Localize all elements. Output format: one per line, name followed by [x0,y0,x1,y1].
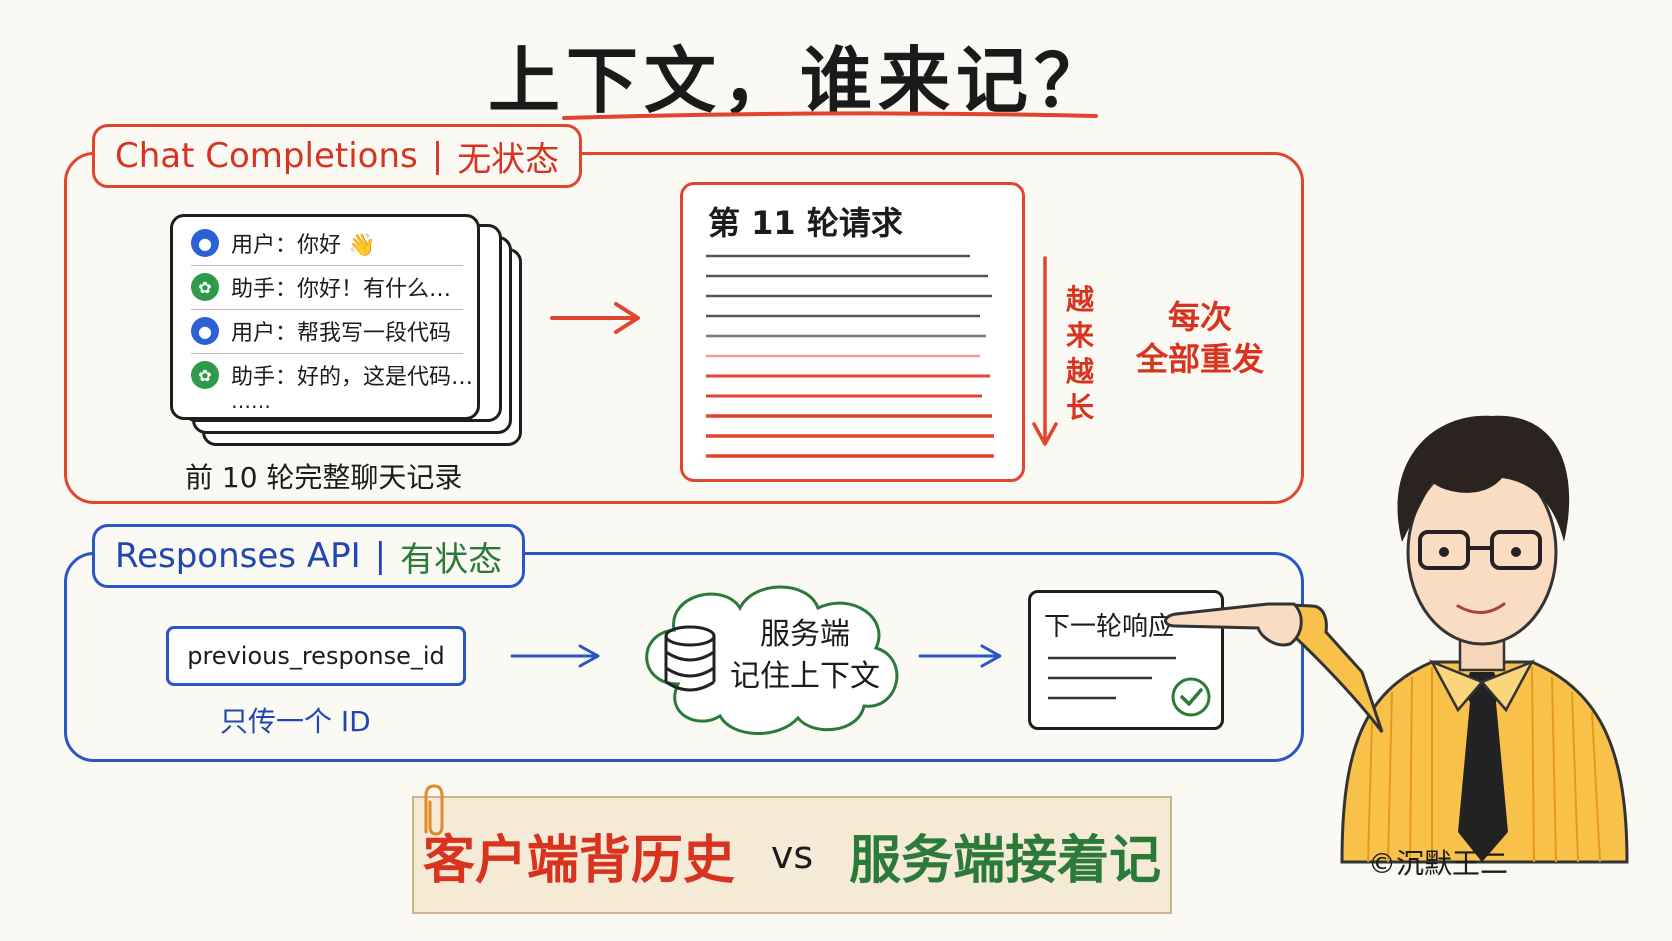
chat-divider [191,353,463,354]
shirt-stripes [1367,666,1601,863]
request-title: 第 11 轮请求 [708,204,903,242]
check-circle-icon [1171,677,1211,717]
paper-clip-icon [424,784,444,836]
chat-message-text: 用户：帮我写一段代码 [231,321,452,346]
request-lines [706,254,994,458]
server-text: 服务端 记住上下文 [720,614,890,698]
eye-shape [1439,547,1449,557]
id-caption: 只传一个 ID [220,705,371,738]
chat-completions-name: Chat Completions [115,136,418,176]
label-separator: | [431,136,444,176]
history-caption: 前 10 轮完整聊天记录 [185,461,463,494]
smile-shape [1456,602,1506,614]
server-summary: 服务端接着记 [849,830,1162,891]
chat-completions-frame [64,152,1304,504]
chat-message-assistant-2: ✿ 助手：好的，这是代码… [191,355,621,395]
client-summary: 客户端背历史 [422,830,735,891]
chat-divider [191,265,463,266]
glasses-icon [1418,530,1542,570]
arrow-down-icon [1032,256,1058,446]
server-line-1: 服务端 [760,617,850,652]
history-card: ● 用户：你好 👋 ✿ 助手：你好！有什么… ● 用户：帮我写一段代码 ✿ 助手… [170,214,480,420]
stateful-label: 有状态 [400,539,503,580]
tie-shape [1458,672,1508,862]
page-title: 上下文，谁来记？ [487,39,1112,123]
title-underline [562,111,1098,120]
growing-label: 越来越长 [1065,283,1094,424]
next-response-title: 下一轮响应 [1044,612,1175,642]
responses-api-name: Responses API [115,536,361,576]
versus-label: vs [770,833,814,877]
user-avatar-icon: ● [191,317,219,345]
summary-note: 客户端背历史 vs 服务端接着记 [412,796,1172,914]
previous-response-id-field: previous_response_id [166,626,466,686]
cloud-shape [645,585,899,735]
user-avatar-icon: ● [191,229,219,257]
responses-api-label: Responses API | 有状态 [92,524,526,588]
chat-message-text: 助手：好的，这是代码… [231,365,474,390]
request-box [680,182,1025,482]
chat-message-user-1: ● 用户：你好 👋 [191,223,621,263]
collar-shape [1429,659,1535,713]
chat-ellipsis: …… [231,389,271,413]
server-line-2: 记住上下文 [730,659,880,694]
database-icon [664,625,716,692]
arrow-right-icon [918,644,1002,668]
responses-api-frame [64,552,1304,762]
stateless-label: 无状态 [457,139,560,180]
chat-message-assistant-1: ✿ 助手：你好！有什么… [191,267,621,307]
copyright-text: ©沉默王二 [1368,847,1509,880]
arrow-right-icon [510,644,600,668]
resend-line-2: 全部重发 [1135,340,1264,378]
label-separator: | [374,536,387,576]
eye-shape [1511,547,1521,557]
assistant-avatar-icon: ✿ [191,273,219,301]
hair-shape [1397,415,1570,542]
arrow-right-icon [550,302,640,334]
chat-message-user-2: ● 用户：帮我写一段代码 [191,311,621,351]
previous-response-id-text: previous_response_id [187,642,445,670]
presenter-illustration [1164,415,1629,864]
chat-message-text: 助手：你好！有什么… [231,277,452,302]
chat-divider [191,309,463,310]
next-response-lines [1048,656,1176,700]
assistant-avatar-icon: ✿ [191,361,219,389]
chat-completions-label: Chat Completions | 无状态 [92,124,583,188]
resend-label: 每次 全部重发 [1120,296,1280,380]
pointing-hand [1164,602,1303,647]
server-cloud [645,585,899,735]
chat-message-text: 用户：你好 👋 [231,233,376,258]
resend-line-1: 每次 [1167,298,1232,336]
